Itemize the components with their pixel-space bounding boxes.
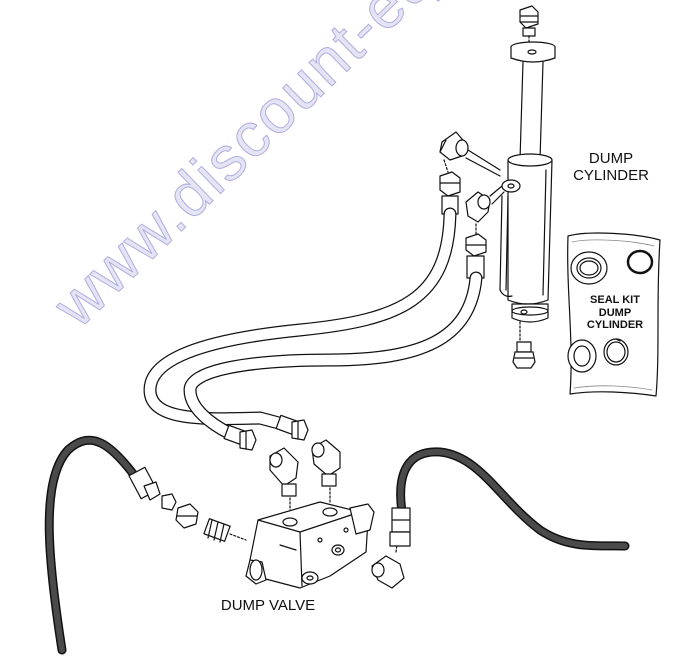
dump-cylinder-label: DUMP CYLINDER (573, 150, 649, 185)
upper-hose-nut-left (439, 171, 461, 215)
upper-elbow-left (439, 131, 501, 177)
upper-hose-nut-right (465, 233, 487, 279)
cylinder-top-fitting (519, 5, 539, 45)
snap-ring-bottom (603, 338, 629, 366)
hose-end-fitting-left (223, 424, 257, 451)
dump-cylinder (499, 41, 556, 369)
hose-end-fitting-right (275, 414, 309, 441)
return-hose-left (44, 435, 161, 655)
upper-elbow-right (465, 185, 505, 235)
valve-inlet-fittings (161, 493, 247, 543)
dump-valve-label: DUMP VALVE (220, 597, 316, 614)
o-ring-top (626, 249, 654, 275)
hydraulic-hose-inner (183, 271, 483, 445)
dump-valve (245, 501, 375, 589)
valve-outlet-elbow (371, 537, 405, 589)
valve-elbow-left (269, 447, 299, 513)
seal-kit-label: SEAL KIT DUMP CYLINDER (586, 294, 644, 332)
seal-ring-large (570, 251, 608, 285)
return-hose-right (389, 447, 630, 551)
seal-ring-bottom (567, 339, 597, 373)
valve-elbow-right (311, 439, 341, 503)
hydraulic-hose-outer (143, 207, 457, 433)
